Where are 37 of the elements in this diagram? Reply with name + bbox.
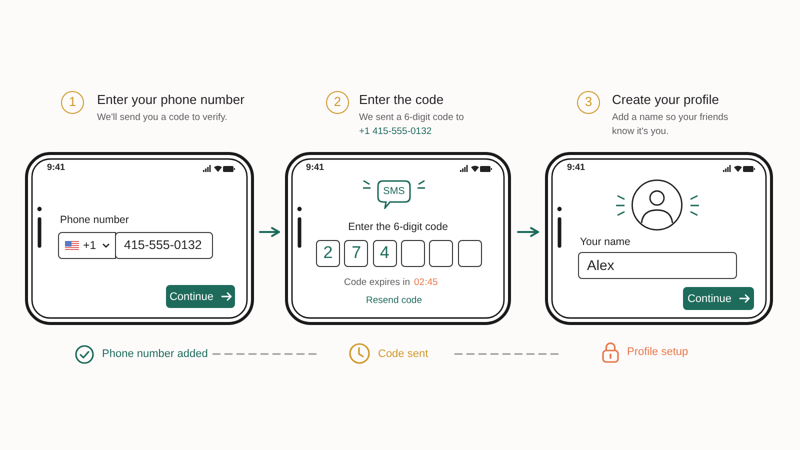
step-number: 2	[326, 91, 349, 114]
step-description: We'll send you a code to verify.	[97, 111, 228, 124]
countdown-timer: 02:45	[414, 277, 438, 288]
instruction-text: Enter the 6-digit code	[348, 221, 448, 234]
speech-bubble: SMS	[377, 180, 411, 209]
step-number: 3	[577, 91, 600, 114]
code-digit-field	[400, 240, 425, 267]
status-bar-time: 9:41	[567, 162, 586, 173]
status-bar-time: 9:41	[306, 162, 324, 173]
step-description: We sent a 6-digit code to	[359, 111, 464, 124]
primary-button: Continue	[166, 285, 235, 308]
step-heading: Create your profile	[612, 91, 719, 108]
status-text: Phone number added	[102, 348, 208, 360]
code-digit-field: 2	[316, 240, 340, 267]
field-label: Your name	[580, 236, 630, 249]
input-field: Alex	[578, 252, 737, 279]
arrow	[259, 227, 280, 237]
code-digit-field: 7	[344, 240, 368, 267]
status-bar-time: 9:41	[47, 162, 66, 173]
expiry-text: Code expires in	[344, 277, 410, 288]
step-number: 1	[61, 91, 84, 114]
code-digit-field	[458, 240, 482, 267]
status-text: Code sent	[378, 348, 428, 360]
field-label: Phone number	[60, 214, 129, 227]
code-digit-field	[429, 240, 454, 267]
primary-button: Continue	[683, 287, 754, 310]
arrow	[517, 227, 539, 237]
step-heading: Enter your phone number	[97, 91, 244, 108]
input-field: 415-555-0132	[115, 232, 213, 259]
resend-link: Resend code	[366, 295, 422, 306]
connector-line	[454, 353, 561, 355]
code-digit-field: 4	[372, 240, 397, 267]
step-heading: Enter the code	[359, 91, 444, 108]
status-text: Profile setup	[627, 346, 688, 358]
country-code-select: +1	[58, 232, 116, 259]
step-description: Add a name so your friends know it's you.	[612, 111, 730, 138]
phone-number-text: +1 415-555-0132	[359, 124, 432, 138]
